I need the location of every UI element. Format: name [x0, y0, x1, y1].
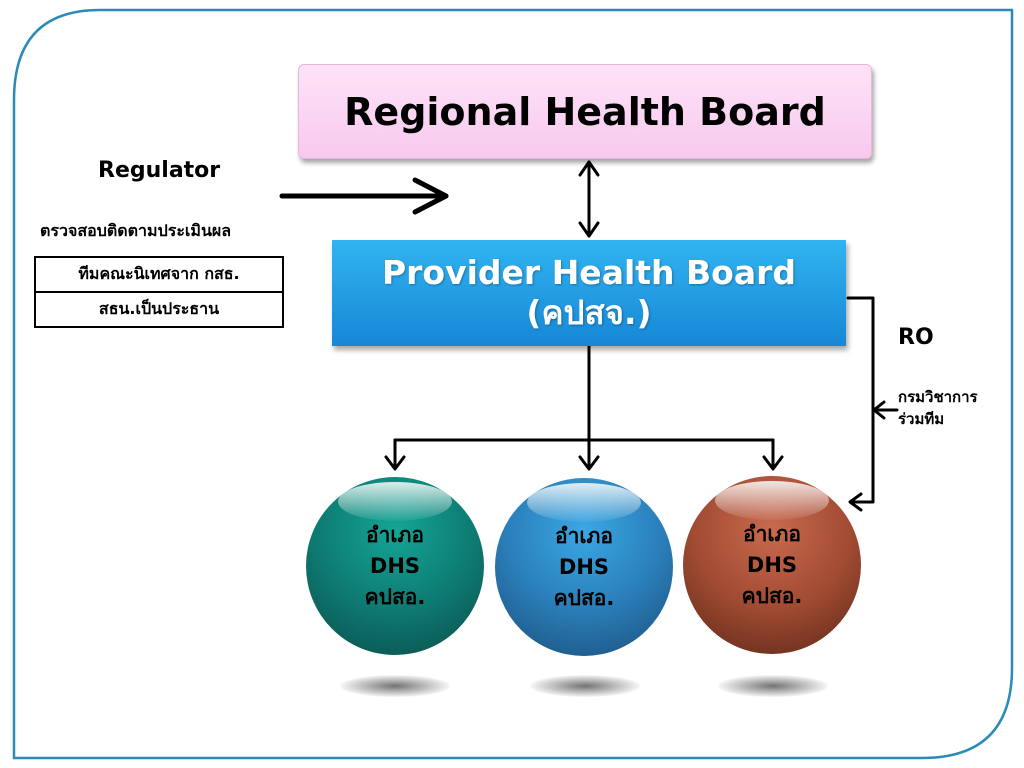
ro-connector [846, 296, 899, 512]
ro-note: กรมวิชาการ ร่วมทีม [898, 386, 1018, 430]
district-sphere-line2: DHS [746, 552, 798, 577]
provider-health-board-title: Provider Health Board [381, 253, 797, 293]
district-sphere-line2: DHS [369, 553, 421, 578]
provider-health-board-abbrev: (คปสจ.) [526, 293, 652, 332]
district-sphere-line3: คปสอ. [364, 584, 426, 609]
supervision-team-row: ทีมคณะนิเทศจาก กสธ. [78, 264, 240, 283]
district-connectors [384, 344, 784, 471]
sphere-shadow [530, 675, 640, 697]
district-sphere-2: อำเภอ DHS คปสอ. [495, 478, 673, 656]
supervision-team-box: ทีมคณะนิเทศจาก กสธ. สธน.เป็นประธาน [34, 256, 284, 328]
district-sphere-1: อำเภอ DHS คปสอ. [306, 477, 484, 655]
supervision-chair-row: สธน.เป็นประธาน [36, 291, 282, 326]
district-sphere-line1: อำเภอ [742, 521, 802, 546]
ro-note-line2: ร่วมทีม [898, 410, 945, 428]
district-sphere-line1: อำเภอ [365, 522, 425, 547]
district-sphere-line2: DHS [558, 554, 610, 579]
regulator-role: ตรวจสอบติดตามประเมินผล [40, 221, 232, 240]
provider-health-board: Provider Health Board (คปสจ.) [332, 240, 846, 346]
sphere-shadow [340, 675, 450, 697]
district-sphere-line3: คปสอ. [741, 583, 803, 608]
board-link-arrow [578, 160, 600, 238]
district-sphere-3: อำเภอ DHS คปสอ. [683, 476, 861, 654]
sphere-shadow [718, 675, 828, 697]
slide-frame [12, 8, 1014, 760]
regional-health-board: Regional Health Board [298, 64, 872, 159]
regional-health-board-label: Regional Health Board [344, 89, 826, 134]
district-sphere-line3: คปสอ. [553, 585, 615, 610]
ro-label: RO [898, 325, 934, 350]
regulator-label: Regulator [98, 158, 221, 183]
regulator-arrow [279, 177, 449, 215]
district-sphere-line1: อำเภอ [554, 523, 614, 548]
ro-note-line1: กรมวิชาการ [898, 388, 978, 406]
